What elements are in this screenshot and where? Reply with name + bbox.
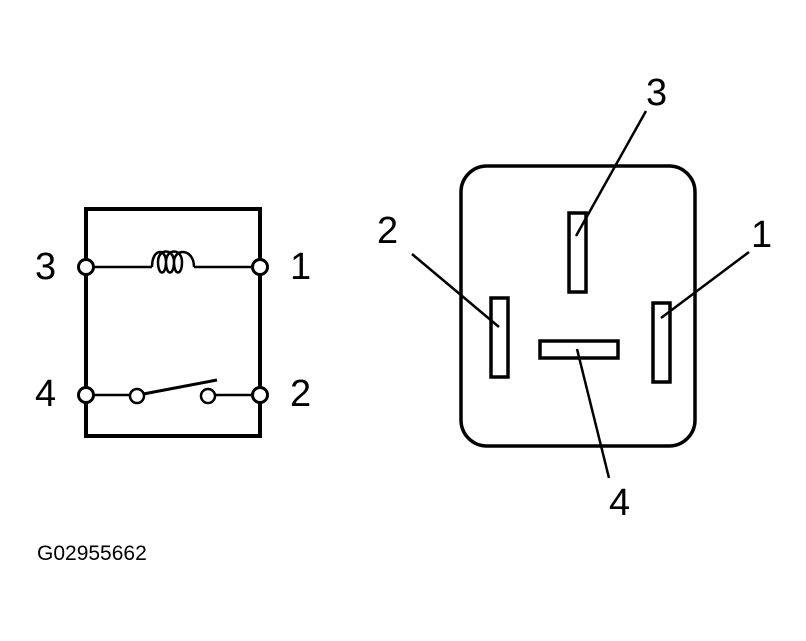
terminal-3-dot — [77, 258, 95, 276]
switch-circuit — [86, 378, 260, 397]
pin-3-blade — [567, 211, 588, 294]
leader-line-2 — [411, 253, 500, 328]
leader-line-3 — [574, 110, 648, 237]
connector-label-2: 2 — [377, 210, 398, 252]
figure-code: G02955662 — [37, 542, 147, 565]
terminal-1-dot — [251, 258, 269, 276]
pin-1-blade — [651, 301, 672, 384]
schematic-housing — [84, 207, 262, 438]
leader-line-1 — [660, 251, 750, 319]
connector-label-1: 1 — [751, 214, 772, 256]
leader-line-4 — [575, 348, 611, 479]
pin-2-blade — [489, 296, 510, 379]
connector-label-3: 3 — [646, 72, 667, 114]
terminal-4-dot — [77, 386, 95, 404]
relay-connector — [411, 110, 750, 479]
schematic-label-4: 4 — [35, 373, 56, 415]
switch-contact-left — [128, 387, 146, 405]
terminal-2-dot — [251, 386, 269, 404]
switch-contact-right — [199, 387, 217, 405]
schematic-label-3: 3 — [35, 246, 56, 288]
schematic-label-1: 1 — [290, 246, 311, 288]
connector-housing — [459, 164, 697, 448]
switch-contact-arm — [137, 378, 218, 397]
schematic-label-2: 2 — [290, 373, 311, 415]
coil-circuit — [86, 250, 260, 274]
coil-symbol — [150, 250, 196, 274]
connector-label-4: 4 — [609, 482, 630, 524]
relay-schematic — [77, 207, 269, 438]
